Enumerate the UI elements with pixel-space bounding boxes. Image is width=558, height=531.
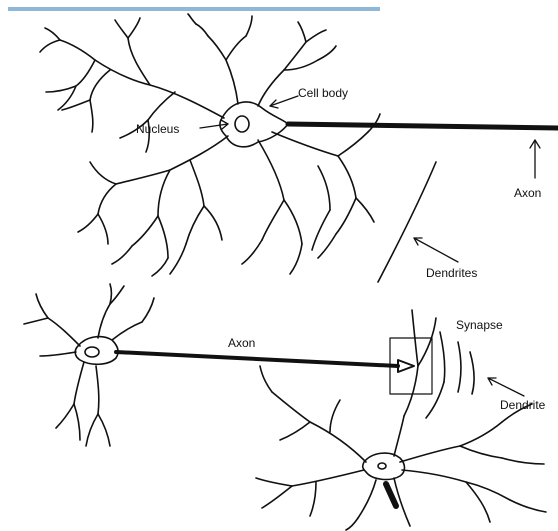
- receiving-axon-stub: [386, 484, 396, 506]
- bottom-cell-body: [75, 337, 118, 365]
- top-cell-body: [220, 102, 288, 147]
- label-dendrites-bottom: Dendrite: [500, 398, 545, 412]
- label-axon-bottom: Axon: [228, 336, 255, 350]
- label-arrows: [200, 96, 540, 396]
- label-synapse: Synapse: [456, 318, 503, 332]
- bottom-axon: [116, 352, 398, 366]
- top-axon: [288, 124, 558, 128]
- top-nucleus: [235, 116, 249, 132]
- arrow-dendrites-bottom: [488, 378, 524, 396]
- bottom-nucleus: [85, 347, 99, 357]
- arrow-dendrites-top: [414, 238, 458, 262]
- top-neuron: [40, 14, 558, 282]
- label-dendrites-top: Dendrites: [426, 266, 477, 280]
- top-dendrite: [95, 60, 224, 118]
- synapse-terminal: [398, 360, 414, 372]
- label-axon-top: Axon: [514, 186, 541, 200]
- receiving-cell-body: [363, 453, 405, 479]
- dendrite-sample-line: [378, 162, 436, 282]
- label-nucleus: Nucleus: [136, 122, 179, 136]
- label-cell-body: Cell body: [298, 86, 348, 100]
